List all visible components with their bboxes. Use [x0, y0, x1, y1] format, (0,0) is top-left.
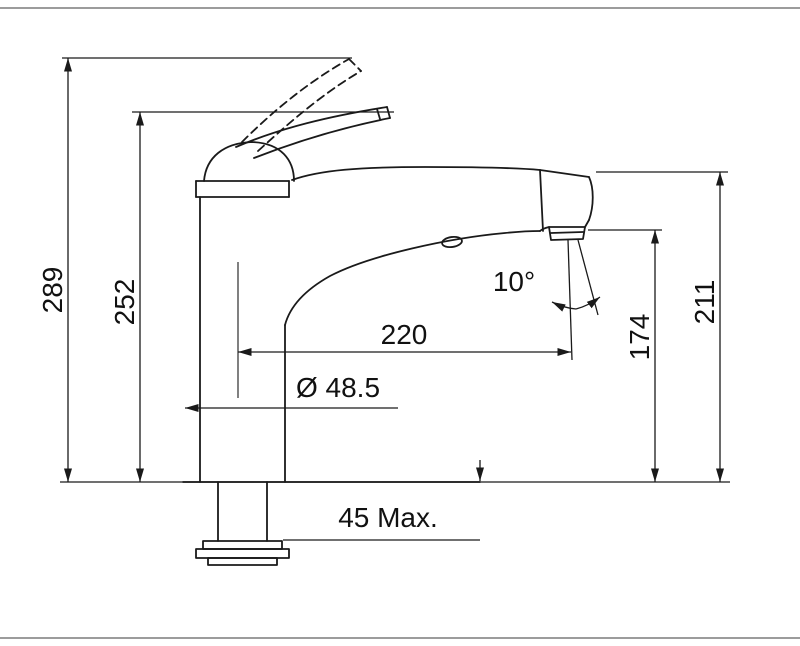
spray-stream-lines [567, 239, 599, 361]
faucet-handle [203, 106, 391, 182]
dim-max-counter-thickness [283, 460, 484, 541]
label-spout-reach: 220 [381, 319, 428, 350]
label-spout-height: 211 [689, 280, 720, 325]
dimension-lines [60, 57, 730, 541]
faucet-outline [182, 58, 599, 566]
label-handle-height: 252 [109, 279, 140, 326]
dim-overall-height [62, 57, 352, 482]
faucet-spray-head [539, 169, 594, 241]
dim-outlet-height [588, 229, 662, 482]
label-overall-height: 289 [37, 267, 68, 314]
dim-spray-angle [551, 296, 601, 312]
mounting-shank [195, 481, 290, 566]
dimension-labels: 289 252 220 Ø 48.5 10° 174 211 45 Max. [37, 266, 720, 533]
dim-handle-height [132, 111, 394, 482]
label-spray-angle: 10° [493, 266, 535, 297]
faucet-spout [284, 166, 541, 326]
faucet-body [195, 180, 290, 483]
label-outlet-height: 174 [624, 314, 655, 361]
faucet-handle-raised-dashed [241, 58, 362, 152]
label-base-diameter: Ø 48.5 [296, 372, 380, 403]
diverter-button [441, 235, 463, 249]
label-max-counter-thickness: 45 Max. [338, 502, 438, 533]
dim-spout-height [596, 171, 728, 482]
